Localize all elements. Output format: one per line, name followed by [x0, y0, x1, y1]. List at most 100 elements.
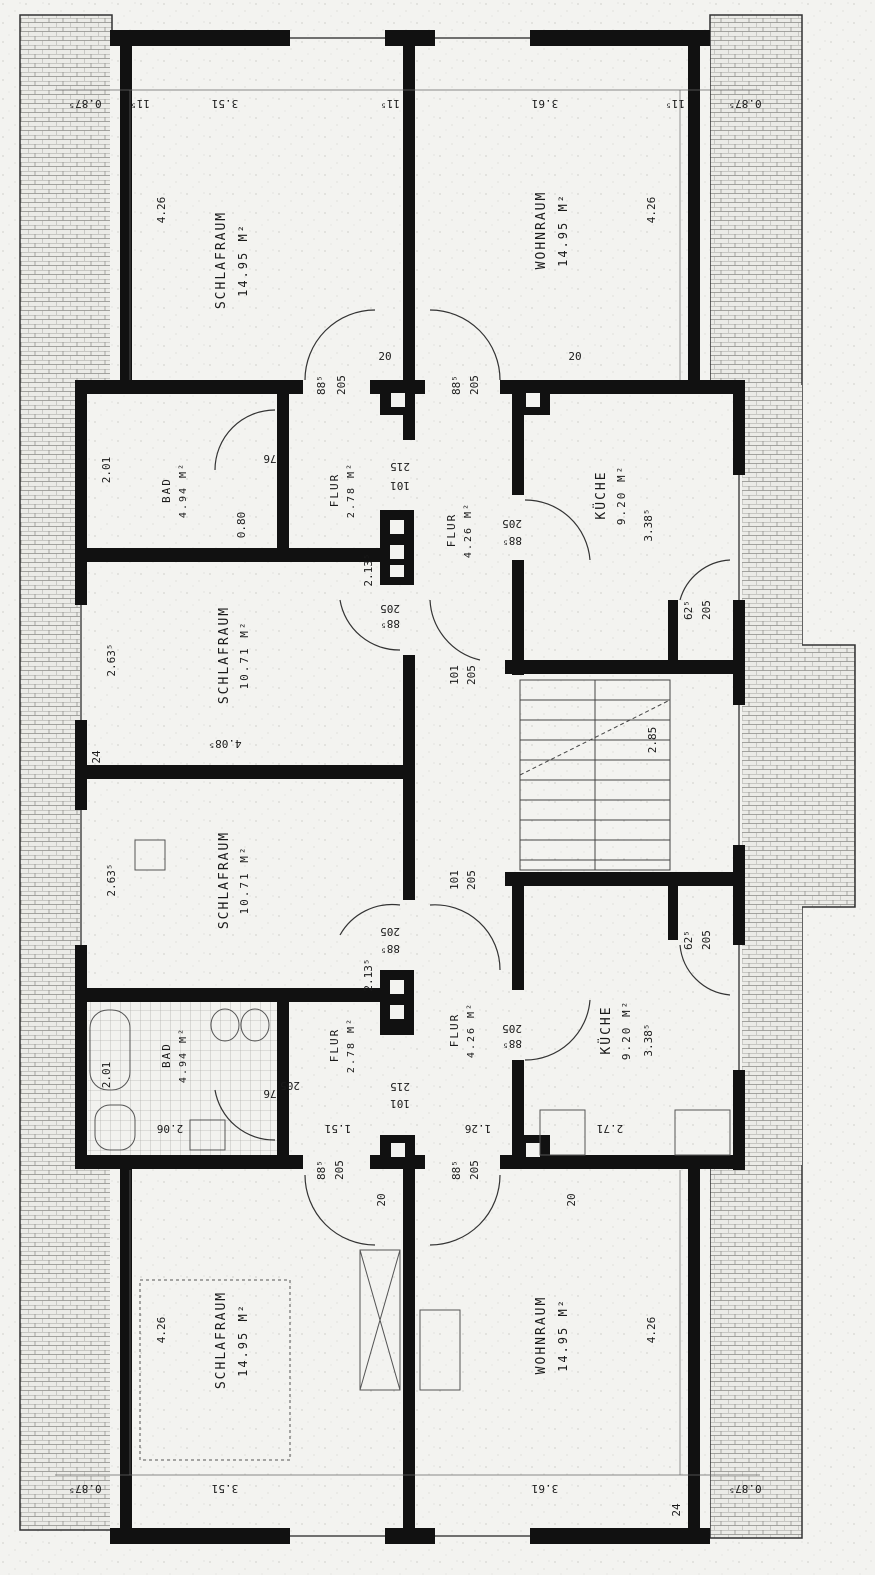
- dim-label: 3.61: [532, 97, 559, 110]
- room-label-top-hall-large: FLUR 4.26 M²: [445, 502, 474, 558]
- dim-label: 0.87⁵: [728, 97, 761, 110]
- room-labels: SCHLAFRAUM 14.95 M² WOHNRAUM 14.95 M² BA…: [160, 191, 633, 1389]
- dim-label: 205: [700, 930, 713, 950]
- dim-label: 76: [263, 452, 276, 465]
- room-area: 4.94 M²: [178, 462, 189, 518]
- room-area: 14.95 M²: [556, 1298, 570, 1372]
- dim-label: 20: [565, 1193, 578, 1206]
- room-name: KÜCHE: [597, 1005, 614, 1054]
- dim-label: 3.38⁵: [642, 508, 655, 541]
- dim-label: 4.26: [645, 1317, 658, 1344]
- staircase: [519, 679, 671, 871]
- dim-label: 2.85: [646, 727, 659, 754]
- dimension-lines: [55, 89, 760, 1476]
- fixtures: [89, 839, 731, 1461]
- dim-label: 62⁵: [682, 600, 695, 620]
- dim-label: 88⁵: [450, 375, 463, 395]
- dim-label: 101: [448, 665, 461, 685]
- room-label-bottom-bath: BAD 4.94 M²: [160, 1027, 189, 1083]
- dim-label: 2.13⁵: [362, 553, 375, 586]
- dim-label: 205: [333, 1160, 346, 1180]
- room-area: 14.95 M²: [236, 223, 250, 297]
- room-name: SCHLAFRAUM: [217, 831, 232, 929]
- chimney-flues: [390, 393, 540, 1157]
- dim-label: 88⁵: [380, 942, 400, 955]
- dim-label: 2.13⁵: [362, 958, 375, 991]
- window-marks: [80, 37, 740, 1537]
- dim-label: 0.87⁵: [728, 1482, 761, 1495]
- dim-label: 2.06: [157, 1122, 184, 1135]
- dim-label: 88⁵: [380, 617, 400, 630]
- room-label-mid-bedroom-lower: SCHLAFRAUM 10.71 M²: [217, 831, 251, 929]
- room-label-top-kitchen: KÜCHE 9.20 M²: [592, 465, 628, 525]
- dim-label: 0.80: [235, 512, 248, 539]
- room-label-bottom-kitchen: KÜCHE 9.20 M²: [597, 1000, 633, 1060]
- dim-label: 205: [465, 665, 478, 685]
- room-label-bottom-hall-large: FLUR 4.26 M²: [448, 1002, 477, 1058]
- room-label-bottom-hall-small: FLUR 2.78 M²: [328, 1017, 357, 1073]
- room-area: 14.95 M²: [236, 1303, 250, 1377]
- dim-label: 205: [465, 870, 478, 890]
- dim-label: 20: [375, 1193, 388, 1206]
- dim-label: 20: [378, 350, 391, 363]
- room-name: WOHNRAUM: [534, 191, 549, 270]
- room-area: 10.71 M²: [238, 846, 251, 915]
- dim-label: 205: [468, 1160, 481, 1180]
- room-area: 4.26 M²: [463, 502, 474, 558]
- dim-label: 62⁵: [682, 930, 695, 950]
- dim-label: 88⁵: [450, 1160, 463, 1180]
- dim-label: 215: [390, 1080, 410, 1093]
- room-name: FLUR: [328, 1028, 341, 1063]
- dim-label: 4.26: [155, 1317, 168, 1344]
- dim-label: 205: [280, 1079, 300, 1092]
- dim-label: 205: [700, 600, 713, 620]
- dimension-labels: 3.51 3.61 0.87⁵ 0.87⁵ 11⁵ 11⁵ 11⁵ 4.26 4…: [68, 97, 761, 1517]
- room-name: SCHLAFRAUM: [217, 606, 232, 704]
- room-name: BAD: [160, 1042, 173, 1068]
- room-name: BAD: [160, 477, 173, 503]
- room-name: FLUR: [328, 473, 341, 508]
- dim-label: 11⁵: [380, 97, 400, 110]
- dim-label: 205: [380, 602, 400, 615]
- dim-label: 101: [390, 1097, 410, 1110]
- dim-label: 0.87⁵: [68, 97, 101, 110]
- dim-label: 11⁵: [665, 97, 685, 110]
- room-name: KÜCHE: [592, 470, 609, 519]
- dim-label: 205: [468, 375, 481, 395]
- dim-label: 101: [448, 870, 461, 890]
- dim-label: 2.63⁵: [105, 863, 118, 896]
- dim-label: 88⁵: [502, 1037, 522, 1050]
- dim-label: 205: [502, 517, 522, 530]
- room-area: 2.78 M²: [346, 462, 357, 518]
- dim-label: 205: [335, 375, 348, 395]
- dim-label: 1.26: [465, 1122, 492, 1135]
- dim-label: 4.08⁵: [208, 737, 241, 750]
- room-label-bottom-left-bedroom: SCHLAFRAUM 14.95 M²: [214, 1291, 250, 1389]
- room-label-mid-bedroom-upper: SCHLAFRAUM 10.71 M²: [217, 606, 251, 704]
- dim-label: 2.01: [100, 1062, 113, 1089]
- room-name: WOHNRAUM: [534, 1296, 549, 1375]
- dim-label: 2.63⁵: [105, 643, 118, 676]
- room-area: 4.94 M²: [178, 1027, 189, 1083]
- room-label-top-hall-small: FLUR 2.78 M²: [328, 462, 357, 518]
- dim-label: 88⁵: [502, 534, 522, 547]
- dim-label: 20: [568, 350, 581, 363]
- room-area: 14.95 M²: [556, 193, 570, 267]
- dim-label: 1.51: [325, 1122, 352, 1135]
- dim-label: 3.51: [212, 1482, 239, 1495]
- dim-label: 24: [670, 1503, 683, 1517]
- dim-label: 215: [390, 460, 410, 473]
- dim-label: 11⁵: [130, 97, 150, 110]
- room-area: 9.20 M²: [615, 465, 628, 525]
- walls: [75, 30, 745, 1544]
- dim-label: 101: [390, 479, 410, 492]
- dim-label: 24: [90, 750, 103, 764]
- door-swings: [214, 309, 731, 1246]
- room-label-top-right-living: WOHNRAUM 14.95 M²: [534, 191, 570, 270]
- room-name: FLUR: [448, 1013, 461, 1048]
- dim-label: 0.87⁵: [68, 1482, 101, 1495]
- dim-label: 88⁵: [315, 1160, 328, 1180]
- dim-label: 3.61: [532, 1482, 559, 1495]
- room-area: 2.78 M²: [346, 1017, 357, 1073]
